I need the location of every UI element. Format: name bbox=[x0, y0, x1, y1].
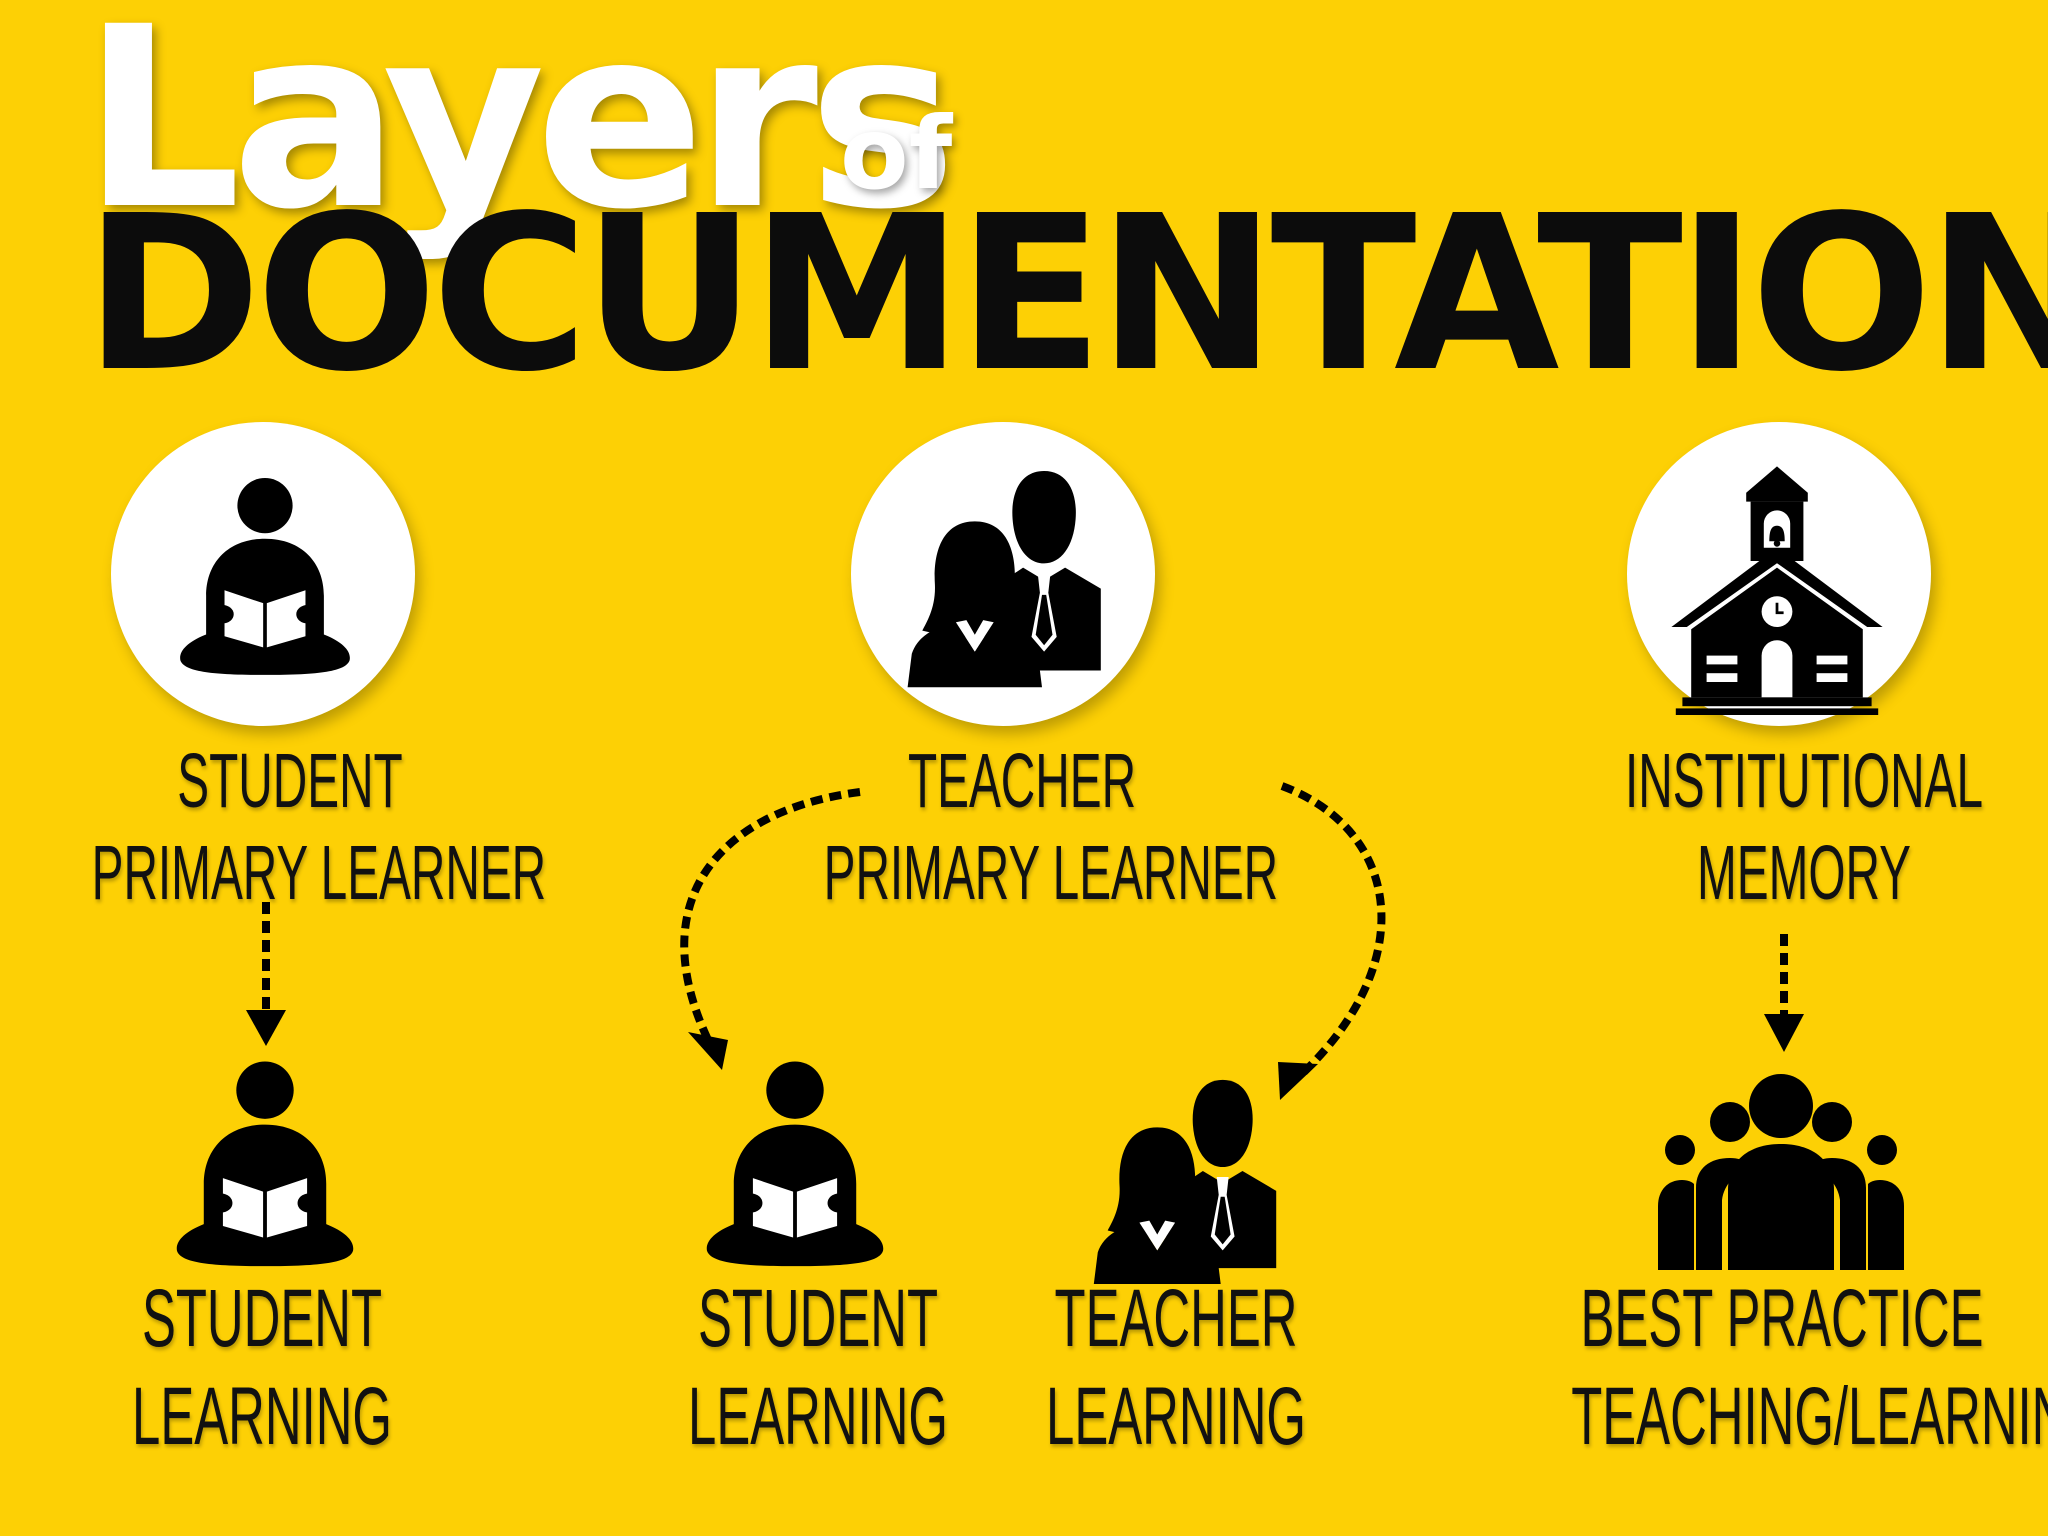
institutional-memory-label: INSTITUTIONAL MEMORY bbox=[1606, 735, 2003, 920]
arrow-teacher-left bbox=[680, 788, 861, 1046]
student-circle bbox=[111, 422, 415, 726]
label-line: PRIMARY LEARNER bbox=[91, 830, 547, 917]
student-learning-mid-label: STUDENT LEARNING bbox=[632, 1270, 1004, 1467]
label-line: STUDENT bbox=[697, 1273, 939, 1364]
label-line: TEACHER bbox=[907, 738, 1137, 824]
title-of: of bbox=[840, 95, 953, 212]
label-line: BEST PRACTICE bbox=[1580, 1273, 1984, 1364]
arrowhead-institution bbox=[1764, 1014, 1804, 1052]
arrowhead-teacher-left bbox=[688, 1032, 728, 1070]
title-layers: Layers bbox=[82, 0, 957, 264]
label-line: MEMORY bbox=[1697, 830, 1911, 917]
reading-student-icon bbox=[176, 1061, 354, 1267]
arrowhead-teacher-right bbox=[1278, 1062, 1318, 1100]
reading-student-icon bbox=[706, 1061, 884, 1267]
student-primary-learner-label: STUDENT PRIMARY LEARNER bbox=[91, 735, 547, 920]
label-line: TEACHING/LEARNING bbox=[1571, 1371, 2048, 1463]
teacher-pair-icon bbox=[1093, 1079, 1277, 1285]
label-line: STUDENT bbox=[141, 1273, 383, 1364]
teacher-circle bbox=[851, 422, 1155, 726]
label-line: LEARNING bbox=[132, 1371, 392, 1463]
group-icon bbox=[1658, 1074, 1904, 1270]
student-learning-left-label: STUDENT LEARNING bbox=[76, 1270, 448, 1467]
label-line: LEARNING bbox=[1046, 1371, 1306, 1463]
institution-circle bbox=[1627, 422, 1931, 726]
title-documentation: DOCUMENTATION bbox=[84, 170, 2048, 419]
arrow-teacher-right bbox=[1280, 782, 1386, 1075]
teacher-learning-label: TEACHER LEARNING bbox=[990, 1270, 1362, 1467]
label-line: LEARNING bbox=[688, 1371, 948, 1463]
label-line: STUDENT bbox=[177, 738, 403, 824]
label-line: TEACHER bbox=[1054, 1273, 1298, 1364]
label-line: INSTITUTIONAL bbox=[1624, 738, 1984, 824]
teacher-primary-learner-label: TEACHER PRIMARY LEARNER bbox=[823, 735, 1279, 920]
best-practice-label: BEST PRACTICE TEACHING/LEARNING bbox=[1571, 1270, 2048, 1467]
label-line: PRIMARY LEARNER bbox=[823, 830, 1279, 917]
arrowhead-student bbox=[246, 1010, 286, 1046]
